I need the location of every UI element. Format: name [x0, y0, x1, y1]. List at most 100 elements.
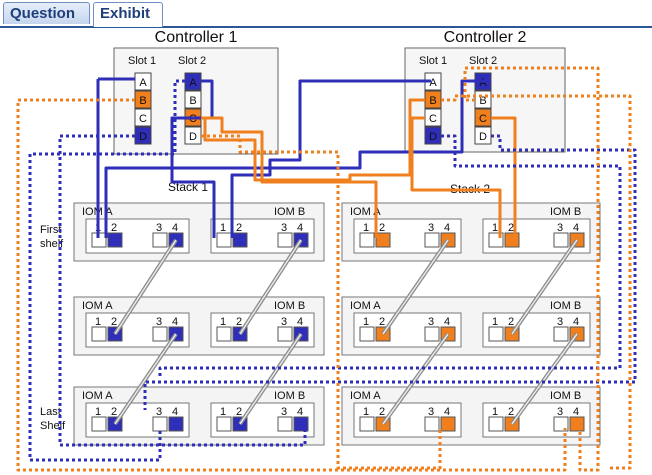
controller-2-slot1-port-D-label: D — [429, 131, 437, 143]
iom-label-s2-r3-m2: IOM B — [550, 390, 581, 402]
iom-port-number: 4 — [444, 222, 450, 234]
iom-port-s1-r1-m1-p2 — [107, 232, 123, 248]
controller-2-slot1-label: Slot 1 — [419, 55, 447, 67]
iom-port-number: 4 — [573, 222, 579, 234]
controller-1-title: Controller 1 — [155, 29, 238, 46]
iom-port-s1-r3-m1-p3 — [152, 416, 168, 432]
iom-port-s2-r2-m1-p1 — [359, 326, 375, 342]
iom-port-s1-r3-m2-p3 — [277, 416, 293, 432]
iom-port-number: 1 — [363, 316, 369, 328]
last-shelf-label-2: Shelf — [40, 420, 66, 432]
iom-port-s1-r1-m2-p2 — [232, 232, 248, 248]
iom-port-s1-r2-m2-p1 — [216, 326, 232, 342]
iom-port-s2-r1-m2-p3 — [553, 232, 569, 248]
iom-port-s2-r1-m1-p2 — [375, 232, 391, 248]
iom-port-s1-r3-m1-p4 — [168, 416, 184, 432]
controller-1-slot2-port-B-label: B — [189, 95, 196, 107]
iom-port-s2-r3-m2-p1 — [488, 416, 504, 432]
iom-port-number: 2 — [111, 316, 117, 328]
cable-c1-slot2-A-to-s1-iomB — [170, 79, 216, 238]
cable-c2-slot1-C-to-s2 — [410, 116, 502, 238]
iom-port-s2-r1-m1-p1 — [359, 232, 375, 248]
iom-port-number: 1 — [363, 406, 369, 418]
iom-port-number: 1 — [363, 222, 369, 234]
controller-2-slot2-port-A-label: A — [479, 77, 487, 89]
iom-port-s2-r2-m2-p3 — [553, 326, 569, 342]
tab-question[interactable]: Question — [3, 2, 90, 24]
iom-port-number: 1 — [492, 222, 498, 234]
cable-dashed-blue-2 — [28, 79, 185, 462]
iom-label-s1-r3-m2: IOM B — [274, 390, 305, 402]
iom-port-number: 1 — [492, 316, 498, 328]
controller-1-slot2-port-B — [184, 90, 202, 109]
iom-label-s2-r2-m2: IOM B — [550, 300, 581, 312]
iom-port-s2-r2-m1-p3 — [424, 326, 440, 342]
cable-dashed-orange-4 — [463, 66, 600, 472]
iom-port-number: 2 — [379, 316, 385, 328]
shelf-link-cable-highlight — [382, 333, 449, 425]
iom-port-number: 2 — [111, 222, 117, 234]
iom-port-number: 1 — [220, 316, 226, 328]
iom-port-number: 2 — [379, 406, 385, 418]
iom-port-number: 4 — [573, 316, 579, 328]
iom-port-number: 1 — [95, 316, 101, 328]
last-shelf-label-1: Last — [40, 406, 61, 418]
iom-port-s1-r2-m2-p3 — [277, 326, 293, 342]
controller-1-slot1-port-D-label: D — [139, 131, 147, 143]
iom-port-s1-r1-m1-p3 — [152, 232, 168, 248]
iom-port-number: 2 — [508, 406, 514, 418]
iom-port-number: 3 — [557, 406, 563, 418]
iom-port-s1-r3-m2-p1 — [216, 416, 232, 432]
controller-2-slot1-port-B-label: B — [429, 95, 436, 107]
iom-port-s2-r3-m1-p1 — [359, 416, 375, 432]
iom-port-number: 4 — [172, 316, 178, 328]
iom-port-number: 3 — [428, 406, 434, 418]
iom-port-s1-r3-m1-p1 — [91, 416, 107, 432]
controller-1-slot2-port-A-label: A — [189, 77, 197, 89]
iom-port-number: 3 — [281, 222, 287, 234]
tab-bar: Question Exhibit — [0, 0, 652, 28]
cable-dashed-blue-3 — [158, 134, 622, 378]
cable-dashed-orange-1 — [16, 98, 567, 472]
iom-port-s1-r1-m2-p3 — [277, 232, 293, 248]
iom-port-number: 4 — [297, 316, 303, 328]
iom-port-s2-r1-m1-p3 — [424, 232, 440, 248]
iom-port-number: 4 — [172, 406, 178, 418]
iom-port-number: 1 — [220, 406, 226, 418]
iom-port-number: 2 — [111, 406, 117, 418]
controller-1-slot2-label: Slot 2 — [178, 55, 206, 67]
controller-1-slot1-port-C — [134, 108, 152, 127]
iom-label-s1-r2-m1: IOM A — [82, 300, 113, 312]
iom-port-number: 3 — [281, 316, 287, 328]
iom-port-s1-r2-m1-p3 — [152, 326, 168, 342]
iom-port-s2-r3-m2-p3 — [553, 416, 569, 432]
controller-2-slot2-port-B-label: B — [479, 95, 486, 107]
iom-port-s1-r3-m2-p4 — [293, 416, 309, 432]
iom-label-s1-r1-m2: IOM B — [274, 206, 305, 218]
cable-c1-slot2-C-to-s2 — [201, 116, 378, 238]
first-shelf-label-1: First — [40, 224, 61, 236]
cable-c2-slot2-A-to-s1 — [104, 79, 491, 238]
iom-label-s1-r2-m2: IOM B — [274, 300, 305, 312]
iom-port-s1-r2-m1-p1 — [91, 326, 107, 342]
iom-label-s2-r1-m2: IOM B — [550, 206, 581, 218]
iom-port-number: 2 — [236, 316, 242, 328]
iom-port-number: 1 — [492, 406, 498, 418]
tab-exhibit[interactable]: Exhibit — [93, 2, 163, 27]
controller-2-title: Controller 2 — [444, 29, 527, 46]
cable-c1-slot1-A-to-s1-iomA — [96, 77, 135, 238]
first-shelf-label-2: shelf — [40, 238, 64, 250]
shelf-link-cable-highlight — [382, 239, 449, 335]
iom-port-number: 2 — [379, 222, 385, 234]
shelf-link-cable-highlight — [114, 239, 177, 335]
iom-port-number: 3 — [156, 406, 162, 418]
iom-port-number: 2 — [236, 222, 242, 234]
iom-port-s2-r1-m2-p2 — [504, 232, 520, 248]
controller-1-slot1-port-B-label: B — [139, 95, 146, 107]
controller-1-slot1-port-A — [134, 72, 152, 91]
iom-label-s1-r3-m1: IOM A — [82, 390, 113, 402]
cable-c2-slot1-A-to-s1 — [230, 79, 431, 238]
iom-port-number: 1 — [220, 222, 226, 234]
iom-port-number: 3 — [156, 316, 162, 328]
